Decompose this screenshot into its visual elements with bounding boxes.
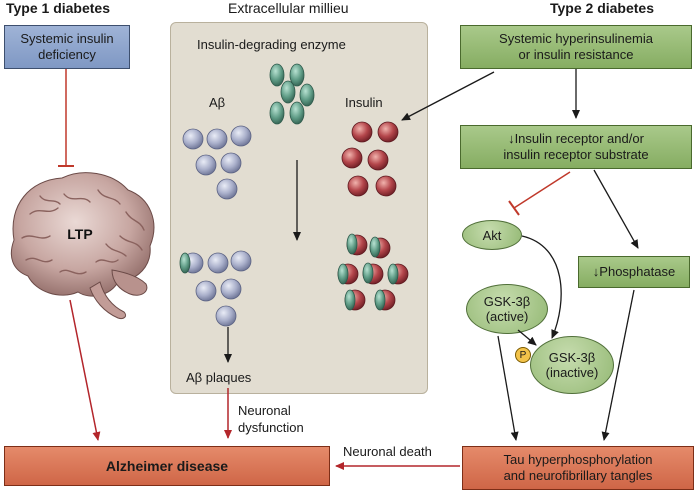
insulin-receptor-line2: insulin receptor substrate xyxy=(503,147,649,162)
brain-icon xyxy=(10,172,155,319)
systemic-hyperinsulinemia-box: Systemic hyperinsulinemia or insulin res… xyxy=(460,25,692,69)
alzheimer-disease-box: Alzheimer disease xyxy=(4,446,330,486)
gsk3b-active-node: GSK-3β (active) xyxy=(466,284,548,334)
neuronal-dysfunction-label-line1: Neuronal xyxy=(238,403,291,418)
abeta-ide-cluster xyxy=(179,250,252,327)
arrow-gsk-active-to-inactive xyxy=(517,329,537,346)
tau-line1: Tau hyperphosphorylation xyxy=(503,452,653,467)
arrow-receptor-to-phosphatase xyxy=(593,169,639,249)
systemic-insulin-deficiency-line1: Systemic insulin xyxy=(20,31,114,46)
gsk3b-inactive-line2: (inactive) xyxy=(545,365,599,380)
gsk3b-inactive-node: GSK-3β (inactive) xyxy=(530,336,614,394)
phosphatase-box: ↓Phosphatase xyxy=(578,256,690,288)
insulin-ide-cluster xyxy=(337,233,409,311)
arrow-akt-to-gsk-inactive xyxy=(521,235,562,339)
insulin-receptor-line1: ↓Insulin receptor and/or xyxy=(508,131,644,146)
tau-line2: and neurofibrillary tangles xyxy=(503,468,653,483)
gsk3b-inactive-line1: GSK-3β xyxy=(548,350,596,365)
akt-label: Akt xyxy=(482,227,502,243)
alzheimer-disease-label: Alzheimer disease xyxy=(105,458,229,474)
type1-header: Type 1 diabetes xyxy=(6,0,111,16)
neuronal-dysfunction-label-line2: dysfunction xyxy=(238,420,304,435)
inhibit-type1-to-brain xyxy=(58,69,74,167)
insulin-label: Insulin xyxy=(345,95,383,110)
ide-cluster xyxy=(269,63,315,125)
gsk3b-active-line1: GSK-3β xyxy=(483,294,531,309)
insulin-spheres xyxy=(341,121,399,197)
arrow-brain-to-alzheimer xyxy=(69,299,101,441)
abeta-label: Aβ xyxy=(209,95,226,110)
arrow-gsk-active-to-tau xyxy=(497,335,519,441)
ide-label: Insulin-degrading enzyme xyxy=(197,37,346,52)
phosphate-badge: P xyxy=(515,347,531,363)
hyperinsulinemia-line1: Systemic hyperinsulinemia xyxy=(499,31,653,46)
phosphatase-label: ↓Phosphatase xyxy=(592,264,676,279)
inhibit-receptor-to-akt xyxy=(508,171,571,216)
abeta-plaques-label: Aβ plaques xyxy=(186,370,252,385)
tau-box: Tau hyperphosphorylation and neurofibril… xyxy=(462,446,694,490)
arrow-hyperinsulinemia-to-insulin xyxy=(401,71,495,121)
ltp-label: LTP xyxy=(67,226,92,242)
abeta-monomers xyxy=(182,125,252,200)
arrow-phosphatase-to-tau xyxy=(601,289,635,441)
hyperinsulinemia-line2: or insulin resistance xyxy=(518,47,634,62)
type2-header: Type 2 diabetes xyxy=(550,0,655,16)
akt-node: Akt xyxy=(462,220,522,250)
phosphate-label: P xyxy=(519,349,527,361)
systemic-insulin-deficiency-box: Systemic insulin deficiency xyxy=(4,25,130,69)
insulin-receptor-box: ↓Insulin receptor and/or insulin recepto… xyxy=(460,125,692,169)
gsk3b-active-line2: (active) xyxy=(485,309,529,324)
systemic-insulin-deficiency-line2: deficiency xyxy=(38,47,96,62)
neuronal-death-label: Neuronal death xyxy=(343,444,432,459)
extracellular-header: Extracellular millieu xyxy=(228,0,349,16)
